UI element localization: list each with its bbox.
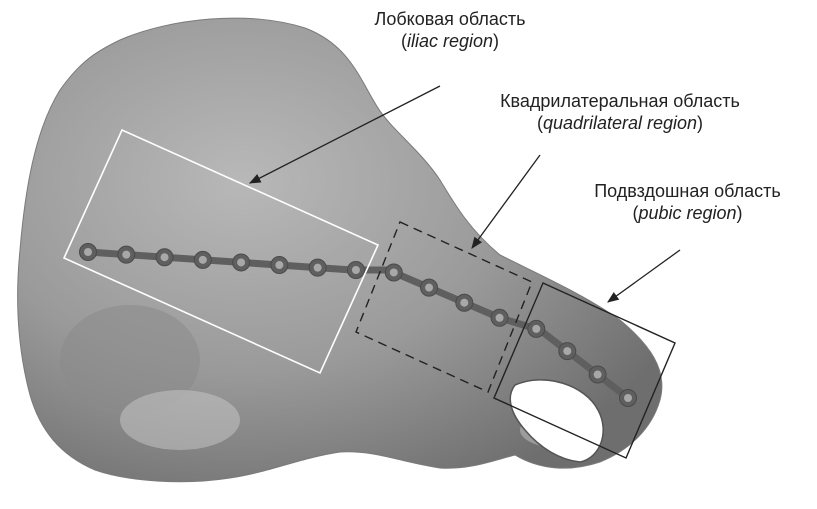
pubic-arrow: [608, 250, 680, 302]
pubic-region-label: Подвздошная область (pubic region): [560, 180, 815, 224]
plate-screw-hole: [161, 253, 169, 261]
pubic-label-en: pubic region: [638, 203, 736, 223]
plate-screw-hole: [314, 264, 322, 272]
plate-screw-hole: [532, 325, 540, 333]
plate-screw-hole: [122, 251, 130, 259]
iliac-label-ru: Лобковая область: [330, 8, 570, 30]
quadrilateral-region-label: Квадрилатеральная область (quadrilateral…: [470, 90, 770, 134]
plate-screw-hole: [624, 394, 632, 402]
quad-label-ru: Квадрилатеральная область: [470, 90, 770, 112]
plate-screw-hole: [199, 256, 207, 264]
pubic-label-ru: Подвздошная область: [560, 180, 815, 202]
plate-screw-hole: [352, 266, 360, 274]
quadrilateral-arrow: [472, 155, 540, 248]
plate-screw-hole: [425, 284, 433, 292]
quad-label-en: quadrilateral region: [543, 113, 697, 133]
plate-screw-hole: [237, 258, 245, 266]
iliac-label-en: iliac region: [407, 31, 493, 51]
plate-screw-hole: [460, 299, 468, 307]
iliac-region-label: Лобковая область (iliac region): [330, 8, 570, 52]
plate-screw-hole: [563, 347, 571, 355]
plate-screw-hole: [84, 248, 92, 256]
plate-screw-hole: [390, 268, 398, 276]
plate-screw-hole: [275, 261, 283, 269]
bone-highlight: [120, 390, 240, 450]
pubic-label-en-line: (pubic region): [560, 202, 815, 224]
iliac-label-en-line: (iliac region): [330, 30, 570, 52]
plate-screw-hole: [594, 371, 602, 379]
plate-screw-hole: [496, 314, 504, 322]
quad-label-en-line: (quadrilateral region): [470, 112, 770, 134]
